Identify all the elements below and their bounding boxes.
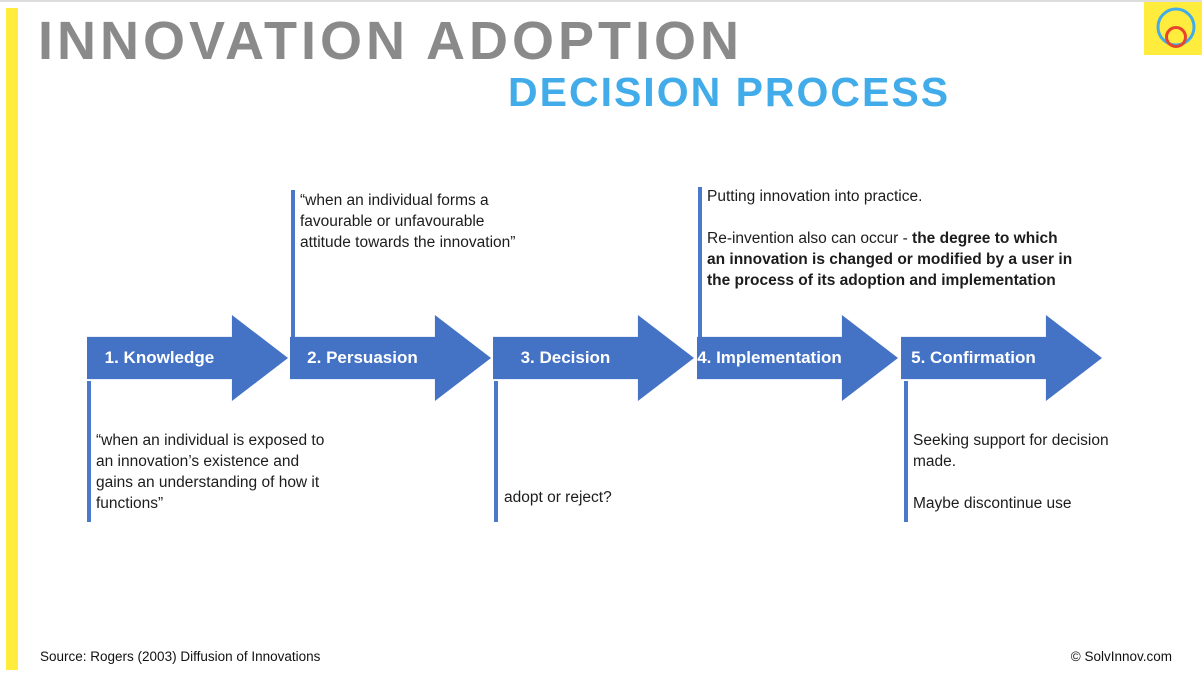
connector-line-confirmation: [904, 381, 908, 522]
copyright-text: © SolvInnov.com: [1070, 649, 1172, 664]
stage-label: 4. Implementation: [697, 348, 842, 367]
stage-arrow-confirmation: 5. Confirmation: [901, 315, 1102, 401]
page-subtitle: DECISION PROCESS: [508, 69, 951, 115]
note-text: adopt or reject?: [504, 489, 612, 506]
note-text: “when an individual is exposed to an inn…: [96, 432, 325, 512]
source-citation: Source: Rogers (2003) Diffusion of Innov…: [40, 649, 321, 664]
stage-label: 3. Decision: [520, 348, 611, 367]
yellow-accent-stripe: [6, 8, 18, 670]
top-edge-divider: [0, 0, 1202, 2]
stage-label: 1. Knowledge: [104, 348, 215, 367]
note-text: Seeking support for decision made.: [913, 432, 1109, 470]
solvinnov-logo: [1144, 2, 1202, 55]
note-text-emphasis: the degree to which an innovation is cha…: [707, 230, 1073, 289]
connector-line-persuasion: [291, 190, 295, 337]
stage-arrow-persuasion: 2. Persuasion: [290, 315, 491, 401]
note-text: Re-invention also can occur -: [707, 230, 913, 247]
connector-line-decision: [494, 381, 498, 522]
note-implementation: Putting innovation into practice. Re-inv…: [707, 186, 1077, 291]
note-confirmation: Seeking support for decision made. Maybe…: [913, 430, 1141, 514]
note-text: “when an individual forms a favourable o…: [300, 192, 516, 251]
note-text: Putting innovation into practice.: [707, 188, 923, 205]
stage-arrow-decision: 3. Decision: [493, 315, 694, 401]
connector-line-implementation: [698, 187, 702, 337]
stage-label: 5. Confirmation: [911, 348, 1036, 367]
note-knowledge: “when an individual is exposed to an inn…: [96, 430, 338, 514]
page-title: INNOVATION ADOPTION: [38, 11, 743, 71]
note-persuasion: “when an individual forms a favourable o…: [300, 190, 518, 253]
note-text: Maybe discontinue use: [913, 495, 1072, 512]
logo-circles-icon: [1156, 7, 1196, 48]
stage-arrow-knowledge: 1. Knowledge: [87, 315, 288, 401]
connector-line-knowledge: [87, 381, 91, 522]
stage-arrow-implementation: 4. Implementation: [697, 315, 898, 401]
stage-label: 2. Persuasion: [307, 348, 418, 367]
note-decision: adopt or reject?: [504, 487, 724, 508]
